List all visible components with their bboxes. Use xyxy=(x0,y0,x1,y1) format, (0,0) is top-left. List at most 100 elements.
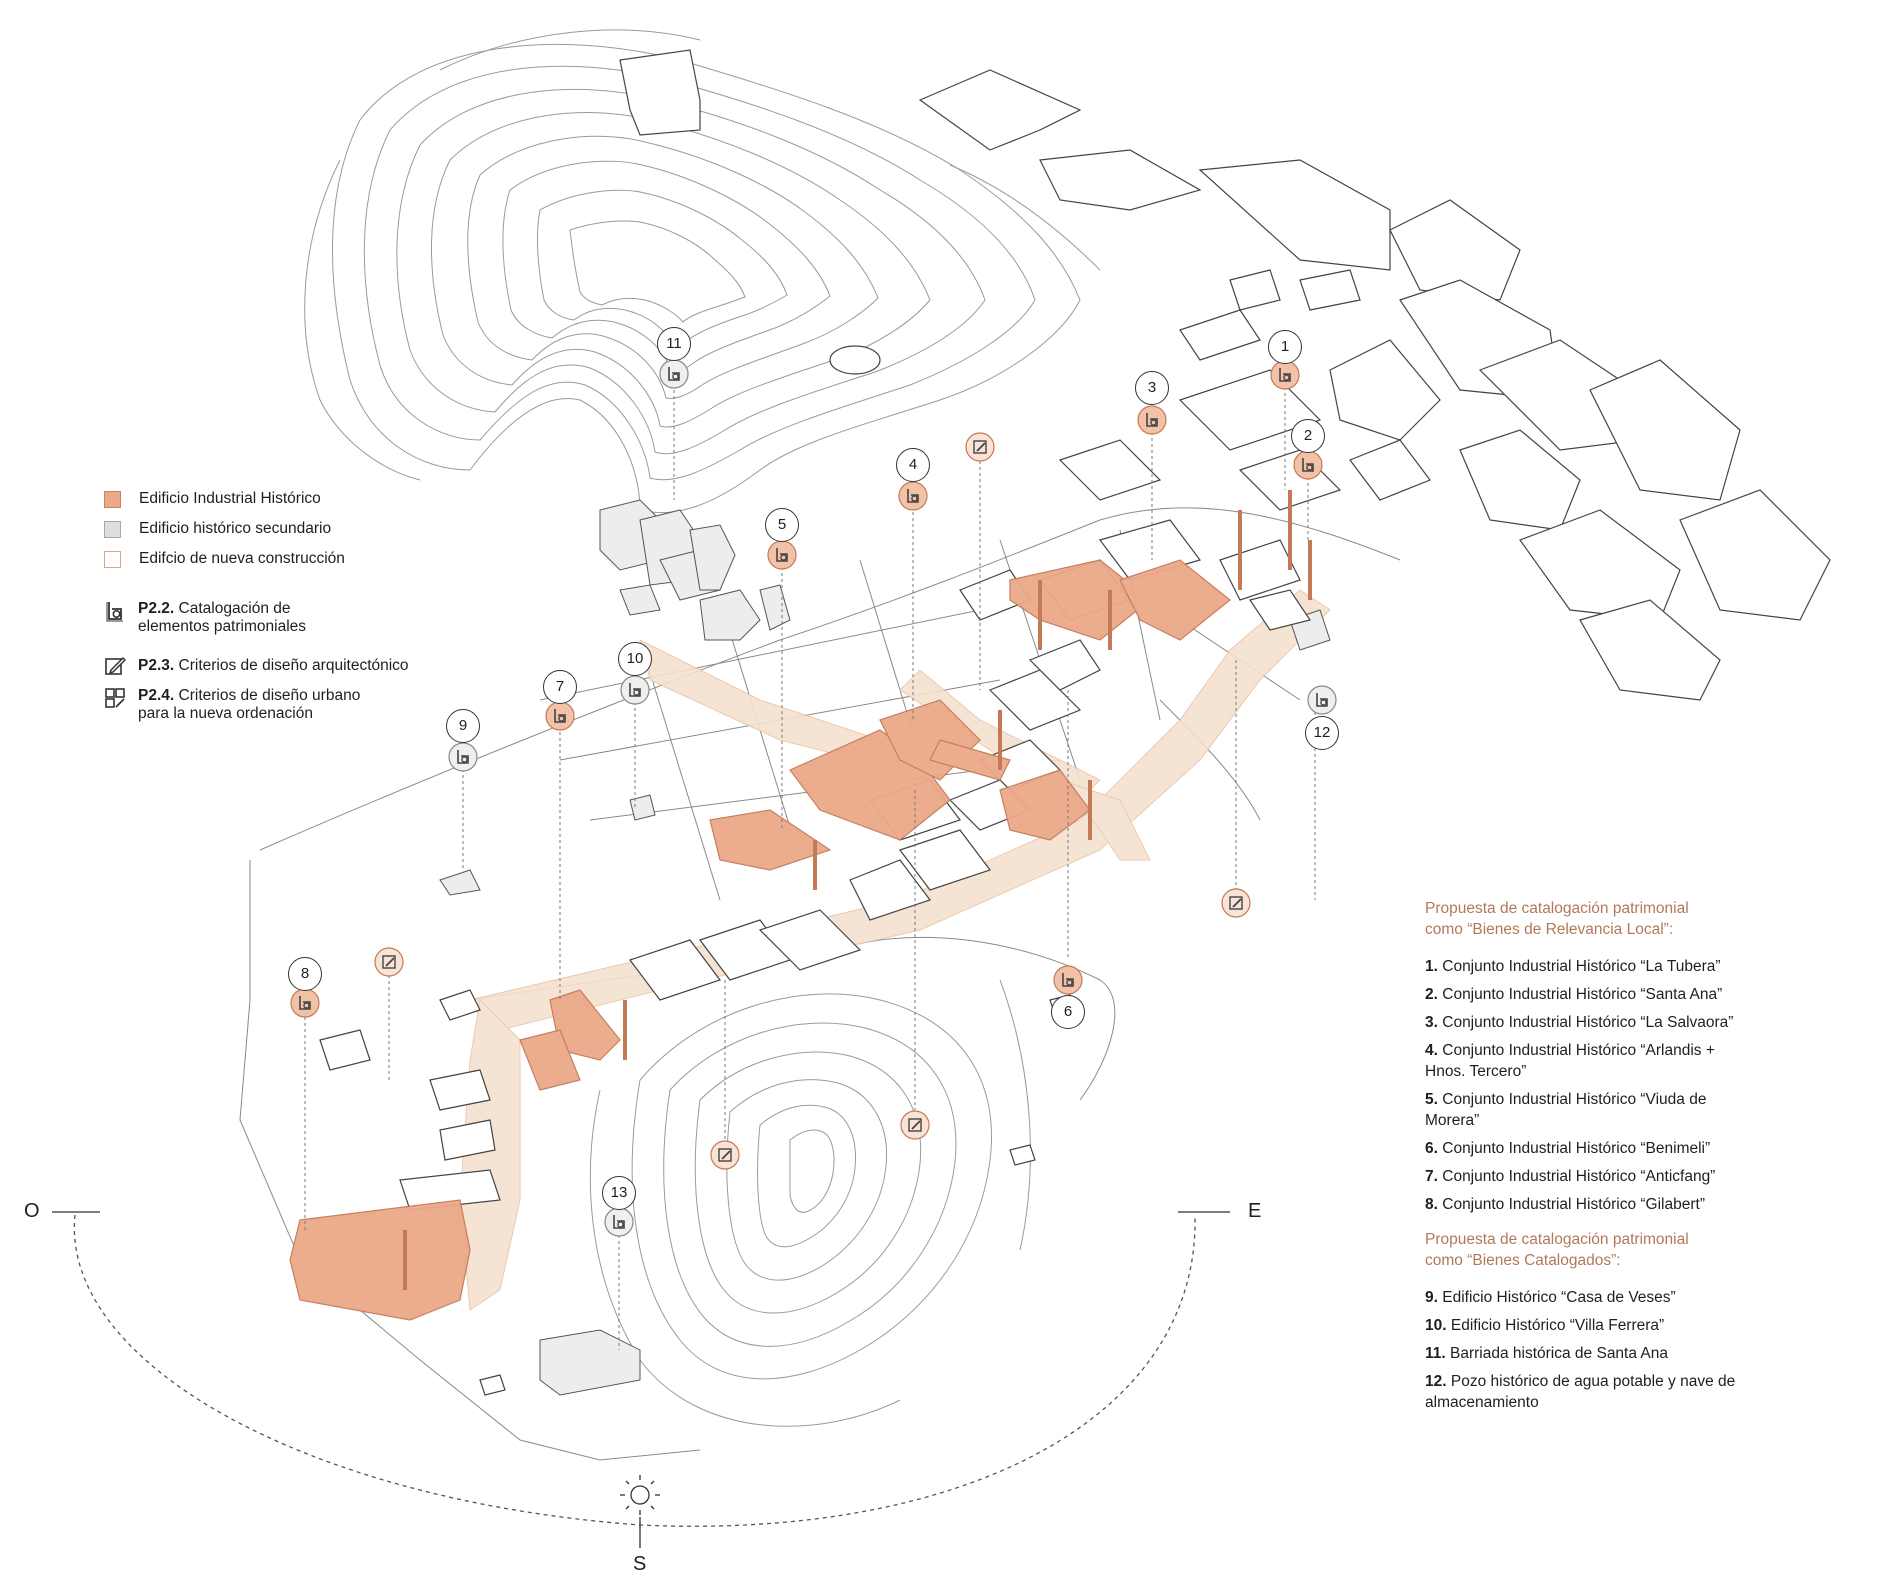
marker-number-9[interactable]: 9 xyxy=(446,709,480,743)
catalog-marker-4[interactable] xyxy=(898,481,928,511)
catalog-marker-9[interactable] xyxy=(448,742,478,772)
legend-label: Edificio Industrial Histórico xyxy=(139,490,321,507)
marker-number-4[interactable]: 4 xyxy=(896,448,930,482)
criterion-line2: para la nueva ordenación xyxy=(138,705,313,722)
catalog-marker-10[interactable] xyxy=(620,675,650,705)
compass xyxy=(52,1211,1230,1548)
criterion-code: P2.4. xyxy=(138,687,175,704)
catalog-item-5: 5. Conjunto Industrial Histórico “Viuda … xyxy=(1425,1089,1755,1131)
criterion-line2: elementos patrimoniales xyxy=(138,618,307,635)
marker-number-6[interactable]: 6 xyxy=(1051,995,1085,1029)
heading-line2: como “Bienes de Relevancia Local”: xyxy=(1425,921,1674,938)
item-text: Conjunto Industrial Histórico “Viuda de … xyxy=(1425,1091,1707,1129)
legend-secondary: Edificio histórico secundario xyxy=(104,520,331,538)
catalog-item-4: 4. Conjunto Industrial Histórico “Arland… xyxy=(1425,1040,1755,1082)
catalog-marker-7[interactable] xyxy=(545,701,575,731)
legend-criterion-p24: P2.4. Criterios de diseño urbano para la… xyxy=(104,687,360,723)
item-number: 4. xyxy=(1425,1042,1438,1059)
item-number: 5. xyxy=(1425,1091,1438,1108)
item-text: Pozo histórico de agua potable y nave de… xyxy=(1425,1373,1736,1411)
legend-label: Edifcio de nueva construcción xyxy=(139,550,345,567)
heading-line2: como “Bienes Catalogados”: xyxy=(1425,1252,1621,1269)
sun-icon xyxy=(620,1475,660,1515)
marker-number-13[interactable]: 13 xyxy=(602,1176,636,1210)
marker-number-10[interactable]: 10 xyxy=(618,642,652,676)
legend-criterion-p22: P2.2. Catalogación de elementos patrimon… xyxy=(104,600,306,636)
marker-number-11[interactable]: 11 xyxy=(657,327,691,361)
catalog-marker-8[interactable] xyxy=(290,988,320,1018)
legend-label: Edificio histórico secundario xyxy=(139,520,332,537)
item-number: 8. xyxy=(1425,1196,1438,1213)
catalog-item-7: 7. Conjunto Industrial Histórico “Anticf… xyxy=(1425,1166,1855,1187)
item-text: Conjunto Industrial Histórico “Anticfang… xyxy=(1442,1168,1716,1185)
south-hill-contours xyxy=(589,979,1031,1427)
item-text: Conjunto Industrial Histórico “Benimeli” xyxy=(1442,1140,1711,1157)
item-number: 11. xyxy=(1425,1345,1446,1362)
marker-number-3[interactable]: 3 xyxy=(1135,371,1169,405)
catalogued-assets-heading: Propuesta de catalogación patrimonial co… xyxy=(1425,1229,1855,1271)
heading-line1: Propuesta de catalogación patrimonial xyxy=(1425,900,1689,917)
compass-south-label: S xyxy=(633,1553,647,1575)
historic-swatch xyxy=(104,490,121,508)
catalog-item-3: 3. Conjunto Industrial Histórico “La Sal… xyxy=(1425,1012,1855,1033)
criterion-text: P2.3. Criterios de diseño arquitectónico xyxy=(138,657,409,675)
heritage-catalog-icon xyxy=(106,602,123,622)
streets xyxy=(459,589,1331,1311)
compass-east-label: E xyxy=(1248,1200,1262,1222)
item-number: 1. xyxy=(1425,958,1438,975)
north-hill-contours xyxy=(304,29,1101,514)
item-number: 2. xyxy=(1425,986,1438,1003)
criterion-line1: Catalogación de xyxy=(178,600,291,617)
secondary-swatch xyxy=(104,520,121,538)
item-text: Conjunto Industrial Histórico “La Salvao… xyxy=(1442,1014,1734,1031)
marker-number-1[interactable]: 1 xyxy=(1268,330,1302,364)
marker-number-5[interactable]: 5 xyxy=(765,508,799,542)
catalog-marker-3[interactable] xyxy=(1137,405,1167,435)
item-number: 12. xyxy=(1425,1373,1447,1390)
compass-west-label: O xyxy=(24,1200,40,1222)
catalog-marker-2[interactable] xyxy=(1293,450,1323,480)
criterion-text: P2.2. Catalogación de elementos patrimon… xyxy=(138,600,306,636)
item-text: Conjunto Industrial Histórico “Santa Ana… xyxy=(1442,986,1723,1003)
legend-criterion-p23: P2.3. Criterios de diseño arquitectónico xyxy=(104,655,409,677)
item-text: Conjunto Industrial Histórico “Arlandis … xyxy=(1425,1042,1715,1080)
criterion-code: P2.3. xyxy=(138,657,175,674)
catalog-item-9: 9. Edificio Histórico “Casa de Veses” xyxy=(1425,1287,1855,1308)
catalog-item-8: 8. Conjunto Industrial Histórico “Gilabe… xyxy=(1425,1194,1855,1215)
design-marker-b[interactable] xyxy=(1221,888,1251,918)
catalog-marker-6[interactable] xyxy=(1053,965,1083,995)
catalog-marker-12[interactable] xyxy=(1307,685,1337,715)
item-number: 3. xyxy=(1425,1014,1438,1031)
criterion-code: P2.2. xyxy=(138,600,175,617)
pencil-edit-icon xyxy=(105,656,126,675)
catalog-marker-1[interactable] xyxy=(1270,360,1300,390)
catalog-marker-11[interactable] xyxy=(659,359,689,389)
catalog-marker-5[interactable] xyxy=(767,540,797,570)
urban-grid-icon xyxy=(105,688,125,708)
design-marker-a[interactable] xyxy=(965,432,995,462)
criterion-line1: Criterios de diseño urbano xyxy=(178,687,361,704)
catalog-item-12: 12. Pozo histórico de agua potable y nav… xyxy=(1425,1371,1765,1413)
catalog-item-11: 11. Barriada histórica de Santa Ana xyxy=(1425,1343,1855,1364)
design-marker-c[interactable] xyxy=(374,947,404,977)
design-marker-e[interactable] xyxy=(900,1110,930,1140)
historic-industrial-buildings xyxy=(289,559,1231,1321)
item-text: Edificio Histórico “Villa Ferrera” xyxy=(1450,1317,1665,1334)
catalog-item-10: 10. Edificio Histórico “Villa Ferrera” xyxy=(1425,1315,1855,1336)
secondary-buildings xyxy=(439,499,1331,1396)
local-relevance-heading: Propuesta de catalogación patrimonial co… xyxy=(1425,898,1855,940)
marker-number-7[interactable]: 7 xyxy=(543,670,577,704)
heading-line1: Propuesta de catalogación patrimonial xyxy=(1425,1231,1689,1248)
design-marker-d[interactable] xyxy=(710,1140,740,1170)
item-text: Edificio Histórico “Casa de Veses” xyxy=(1442,1289,1676,1306)
item-number: 7. xyxy=(1425,1168,1438,1185)
legend-new: Edifcio de nueva construcción xyxy=(104,550,345,568)
marker-number-2[interactable]: 2 xyxy=(1291,419,1325,453)
marker-number-12[interactable]: 12 xyxy=(1305,716,1339,750)
marker-number-8[interactable]: 8 xyxy=(288,957,322,991)
catalog-marker-13[interactable] xyxy=(604,1207,634,1237)
item-text: Conjunto Industrial Histórico “La Tubera… xyxy=(1442,958,1721,975)
criterion-line1: Criterios de diseño arquitectónico xyxy=(178,657,409,674)
catalog-item-1: 1. Conjunto Industrial Histórico “La Tub… xyxy=(1425,956,1855,977)
